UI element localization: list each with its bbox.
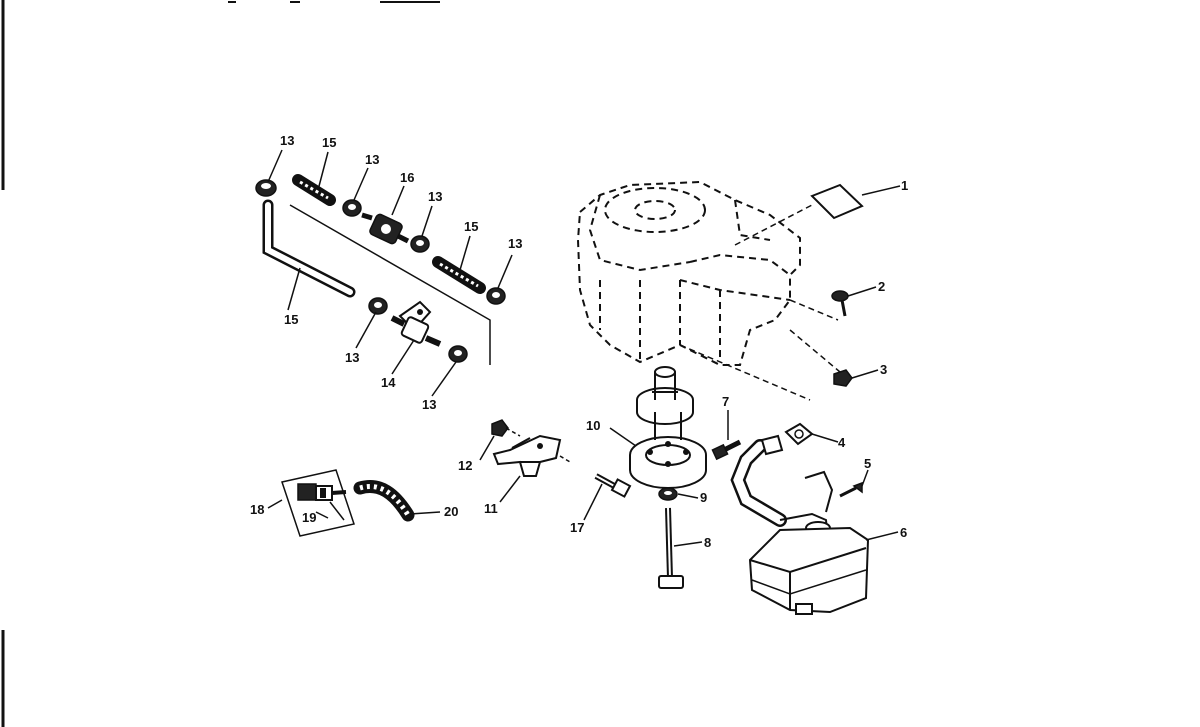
callout-13: 13 — [508, 236, 522, 251]
callout-8: 8 — [704, 535, 711, 550]
bracket-bolt — [594, 473, 632, 498]
page-edge-marks — [1, 0, 440, 727]
callout-14: 14 — [381, 375, 396, 390]
callout-15: 15 — [284, 312, 298, 327]
callout-2: 2 — [878, 279, 885, 294]
muffler-gasket — [784, 422, 814, 446]
callout-13: 13 — [428, 189, 442, 204]
callout-12: 12 — [458, 458, 472, 473]
fuel-hose-top-left — [292, 174, 336, 206]
engine-nut — [833, 369, 853, 387]
hose-clamp — [448, 345, 468, 363]
callout-13: 13 — [345, 350, 359, 365]
callout-20: 20 — [444, 504, 458, 519]
hose-clamp — [368, 297, 388, 315]
callout-7: 7 — [722, 394, 729, 409]
throttle-bracket — [492, 434, 562, 477]
hose-clamp — [342, 199, 362, 217]
muffler-screw — [839, 481, 863, 498]
pulley-bolt — [658, 507, 684, 589]
callout-15: 15 — [322, 135, 336, 150]
callout-17: 17 — [570, 520, 584, 535]
callout-18: 18 — [250, 502, 264, 517]
exhaust-bolt — [711, 439, 742, 461]
bracket-nut — [491, 419, 509, 437]
callout-9: 9 — [700, 490, 707, 505]
callout-5: 5 — [864, 456, 871, 471]
hose-clamp — [255, 179, 277, 197]
fuel-hose-top-right — [432, 256, 486, 294]
fuel-line-group — [255, 174, 506, 365]
leader-lines — [267, 149, 901, 547]
callout-16: 16 — [400, 170, 414, 185]
hose-clamp — [486, 287, 506, 305]
callout-13: 13 — [422, 397, 436, 412]
fuel-filter — [361, 212, 410, 245]
connector-kit — [281, 469, 355, 537]
fuel-hose-bent — [262, 199, 356, 298]
hose-clamp — [410, 235, 430, 253]
callout-3: 3 — [880, 362, 887, 377]
callout-6: 6 — [900, 525, 907, 540]
muffler — [730, 434, 870, 615]
wire-harness-sleeve — [353, 480, 415, 522]
pulley-washer — [658, 487, 678, 501]
callout-1: 1 — [901, 178, 908, 193]
callout-11: 11 — [484, 501, 498, 516]
callout-15: 15 — [464, 219, 478, 234]
callout-4: 4 — [838, 435, 846, 450]
engine-bolt — [831, 290, 849, 317]
callout-19: 19 — [302, 510, 316, 525]
fuel-shutoff-valve — [390, 300, 442, 347]
engine-outline — [576, 180, 801, 366]
callout-10: 10 — [586, 418, 600, 433]
callout-13: 13 — [280, 133, 294, 148]
engine-pulley — [629, 366, 707, 489]
engine-decal — [810, 183, 864, 220]
callout-labels: 13 15 13 16 13 15 13 15 13 14 13 1 2 3 4… — [250, 133, 908, 550]
callout-13: 13 — [365, 152, 379, 167]
